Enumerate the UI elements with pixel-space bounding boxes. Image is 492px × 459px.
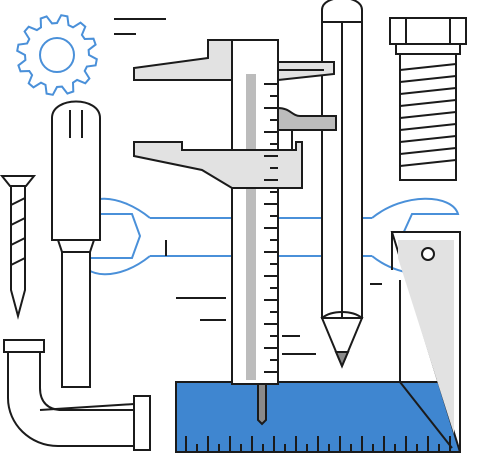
ruler-icon [175,381,461,453]
bolt-icon [389,17,467,181]
pipe-elbow-icon [3,339,151,451]
pencil-icon [320,0,364,369]
nail-icon [0,175,37,320]
decor-lines-top [114,18,166,35]
caliper-icon [133,39,337,426]
gear-icon [16,14,98,96]
decor-lines-mid [165,240,382,355]
set-square-icon [390,231,461,453]
screwdriver-icon [51,100,101,388]
